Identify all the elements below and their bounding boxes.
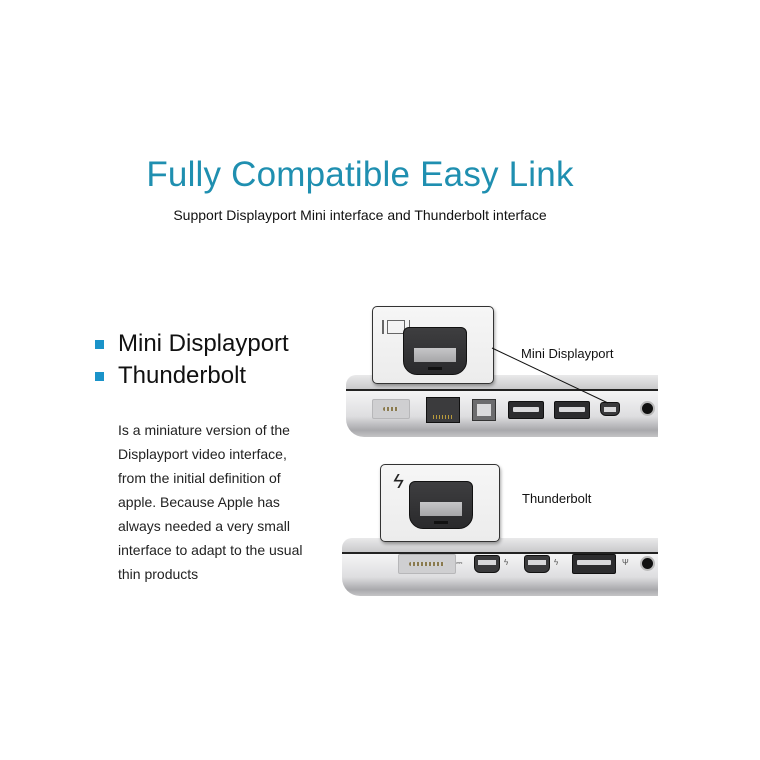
feature-label: Mini Displayport (118, 330, 289, 357)
description-line: Displayport video interface, (118, 446, 287, 462)
description-line: always needed a very small (118, 518, 290, 534)
usb-port-icon (508, 401, 544, 419)
description-line: from the initial definition of (118, 470, 281, 486)
callout-label: Thunderbolt (522, 491, 592, 506)
mini-displayport-port-icon (600, 402, 620, 416)
mini-displayport-connector-icon (403, 327, 467, 375)
page-subtitle: Support Displayport Mini interface and T… (173, 207, 547, 223)
description-line: apple. Because Apple has (118, 494, 280, 510)
laptop-thunderbolt-illustration: ⎓ ϟ ϟ Ψ (342, 538, 658, 596)
callout-label: Mini Displayport (521, 346, 614, 361)
magsafe-port-icon (398, 554, 456, 574)
description-line: thin products (118, 566, 199, 582)
bullet-square-icon (95, 371, 104, 381)
firewire-port-icon (472, 399, 496, 421)
laptop-mini-displayport-illustration (346, 375, 658, 437)
description-line: interface to adapt to the usual (118, 542, 303, 558)
ethernet-port-icon (426, 397, 460, 423)
thunderbolt-port-icon (474, 555, 500, 573)
thunderbolt-icon: ϟ (393, 471, 404, 493)
feature-list: Mini Displayport Thunderbolt (95, 328, 289, 392)
thunderbolt-callout: ϟ (380, 464, 500, 542)
feature-item-thunderbolt: Thunderbolt (95, 360, 289, 392)
usb-port-icon (572, 554, 616, 574)
page-title: Fully Compatible Easy Link (146, 155, 574, 194)
description-line: Is a miniature version of the (118, 422, 290, 438)
power-symbol-icon: ⎓ (456, 558, 463, 567)
thunderbolt-connector-icon (409, 481, 473, 529)
thunderbolt-symbol-icon: ϟ (504, 558, 509, 567)
usb-symbol-icon: Ψ (622, 558, 629, 567)
headphone-jack-icon (640, 401, 655, 416)
feature-label: Thunderbolt (118, 362, 247, 389)
magsafe-port-icon (372, 399, 410, 419)
usb-port-icon (554, 401, 590, 419)
headphone-jack-icon (640, 556, 655, 571)
laptop-lid (342, 538, 658, 554)
feature-description: Is a miniature version of the Displaypor… (118, 418, 318, 586)
thunderbolt-symbol-icon: ϟ (554, 558, 559, 567)
feature-item-mini-displayport: Mini Displayport (95, 328, 289, 360)
bullet-square-icon (95, 339, 104, 349)
thunderbolt-port-icon (524, 555, 550, 573)
mini-displayport-callout (372, 306, 494, 384)
